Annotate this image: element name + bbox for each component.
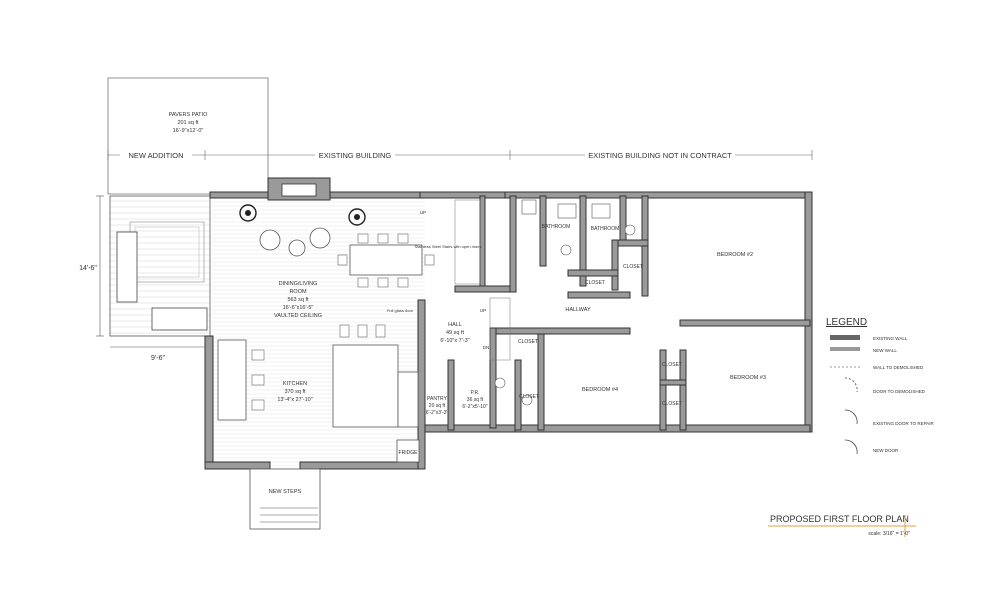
- pr-area: 36 sq ft: [467, 397, 484, 403]
- legend-item-1: EXISTING WALL: [873, 336, 908, 341]
- kitchen-area: 370 sq ft: [284, 389, 306, 395]
- plan-scale: scale: 3/16" = 1'-0": [868, 531, 910, 537]
- pantry-area: 20 sq ft: [429, 403, 446, 409]
- bathroom-2-label: BATHROOM: [591, 226, 620, 232]
- legend-door-repair-swatch: [844, 409, 858, 425]
- title-block: PROPOSED FIRST FLOOR PLAN scale: 3/16" =…: [768, 514, 916, 537]
- legend-item-2: NEW WALL: [873, 348, 897, 353]
- dimension-height: 14'-6": [79, 265, 97, 272]
- patio-area: PAVERS PATIO 201 sq ft 16'-9"x12'-0": [107, 77, 269, 195]
- new-steps-label: NEW STEPS: [269, 489, 302, 495]
- dining-note: VAULTED CEILING: [274, 313, 322, 319]
- kitchen-size: 13'-4"x 27'-10": [277, 397, 312, 403]
- closet-a-label: CLOSET: [585, 280, 605, 286]
- pantry-size: 6'-2"x3'-3": [426, 410, 449, 416]
- dining-size: 16'-6"x16'-5": [283, 305, 314, 311]
- patio-area-label: 201 sq ft: [177, 120, 199, 126]
- legend-door-demolished-swatch: [844, 377, 858, 393]
- legend-new-wall-swatch: [830, 347, 860, 351]
- dimension-width: 9'-6": [151, 355, 165, 362]
- closet-c-label: CLOSET: [518, 339, 538, 345]
- walls: [204, 177, 813, 470]
- legend-existing-wall-swatch: [830, 335, 860, 340]
- fridge-label: FRIDGE: [399, 450, 419, 456]
- legend-new-door-swatch: [844, 439, 858, 455]
- section-existing-building: EXISTING BUILDING: [319, 151, 392, 160]
- closet-f-label: CLOSET: [662, 401, 682, 407]
- bedroom-4-label: BEDROOM #4: [582, 387, 618, 393]
- closet-e-label: CLOSET: [662, 362, 682, 368]
- bathroom-1-label: BATHROOM: [542, 224, 571, 230]
- plan-title: PROPOSED FIRST FLOOR PLAN: [770, 514, 909, 524]
- closet-d-label: CLOSET: [519, 394, 539, 400]
- dining-area: 563 sq ft: [287, 297, 309, 303]
- furniture: [116, 199, 636, 463]
- legend-title: LEGEND: [826, 317, 867, 328]
- dn-note: DN: [483, 345, 490, 350]
- bedroom-3-label: BEDROOM #3: [730, 375, 766, 381]
- pantry-name: PANTRY: [427, 396, 447, 402]
- bedroom-2-label: BEDROOM #2: [717, 252, 753, 258]
- kitchen-name: KITCHEN: [283, 381, 307, 387]
- patio-size-label: 16'-9"x12'-0": [173, 128, 204, 134]
- legend-item-5: EXISTING DOOR TO REPAIR: [873, 421, 935, 426]
- section-new-addition: NEW ADDITION: [128, 151, 183, 160]
- dimension-lines: 14'-6" 9'-6": [79, 195, 210, 362]
- glass-door-note: Full glass door: [387, 308, 414, 313]
- room-labels: DINING/LIVING ROOM 563 sq ft 16'-6"x16'-…: [274, 210, 766, 456]
- section-bar: NEW ADDITION EXISTING BUILDING EXISTING …: [107, 148, 813, 160]
- closet-b-label: CLOSET: [623, 264, 643, 270]
- hall-size: 6'-10"x 7'-3": [440, 338, 469, 344]
- dining-name: DINING/LIVING: [279, 281, 318, 287]
- legend-item-6: NEW DOOR: [873, 448, 899, 453]
- section-not-in-contract: EXISTING BUILDING NOT IN CONTRACT: [588, 151, 732, 160]
- pr-name: P.R.: [470, 390, 479, 396]
- patio-name: PAVERS PATIO: [169, 112, 208, 118]
- pr-size: 6'-2"x5'-10": [462, 404, 487, 410]
- dining-name2: ROOM: [289, 289, 307, 295]
- up-note-2: UP: [480, 308, 486, 313]
- hall-area: 49 sq ft: [446, 330, 465, 336]
- legend-item-3: WALL TO DEMOLISHED: [873, 365, 924, 370]
- legend: LEGEND EXISTING WALL NEW WALL WALL TO DE…: [826, 317, 935, 455]
- legend-item-4: DOOR TO DEMOLISHED: [873, 389, 926, 394]
- hall-name: HALL: [448, 322, 462, 328]
- new-steps: NEW STEPS: [249, 468, 321, 530]
- hallway-label: HALLWAY: [565, 307, 591, 313]
- up-note-1: UP: [420, 210, 426, 215]
- stairs-note: Stainless Steel Stairs with open risers: [415, 244, 482, 249]
